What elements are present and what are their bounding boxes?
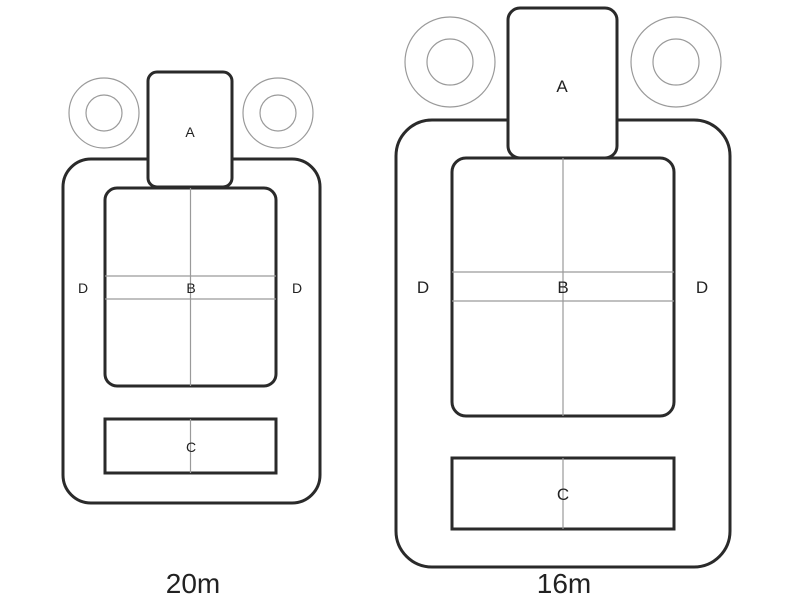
zone-label-d-left-20m: D: [78, 280, 88, 296]
target-20m: A B C D D 20m: [61, 70, 322, 599]
target-16m: A B C D D 16m: [394, 6, 732, 599]
ring-marker-left-20m: [68, 77, 140, 149]
zone-label-d-right-16m: D: [696, 278, 708, 297]
zone-label-c-16m: C: [557, 485, 569, 504]
zone-label-d-right-20m: D: [292, 280, 302, 296]
zone-label-d-left-16m: D: [417, 278, 429, 297]
ring-marker-right-20m: [242, 77, 314, 149]
zone-label-a-16m: A: [556, 77, 568, 96]
ring-marker-left-16m: [404, 16, 496, 108]
zone-label-a-20m: A: [185, 124, 195, 140]
zone-label-b-20m: B: [186, 280, 195, 296]
distance-caption-16m: 16m: [537, 568, 591, 599]
zone-label-b-16m: B: [557, 278, 568, 297]
distance-caption-20m: 20m: [166, 568, 220, 599]
ring-marker-right-16m: [630, 16, 722, 108]
zone-label-c-20m: C: [186, 439, 196, 455]
